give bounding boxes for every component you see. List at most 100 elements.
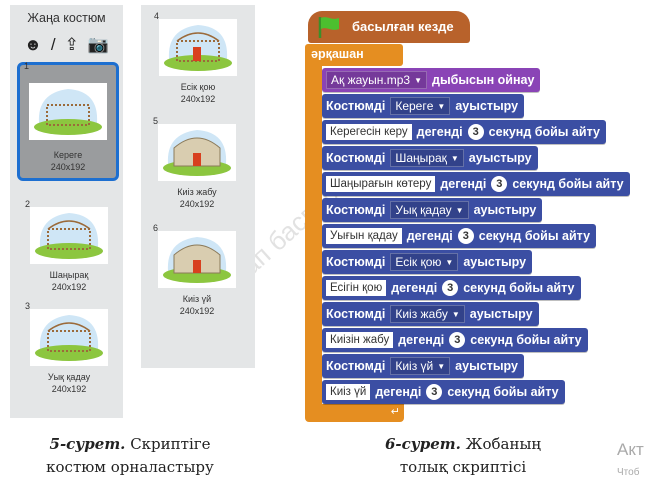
costume-value: Керегe: [395, 99, 434, 113]
caption-fig6-text2: толық скриптісі: [399, 458, 527, 476]
block-text: дегенді: [406, 229, 453, 243]
costume-size: 240x192: [50, 162, 86, 172]
costume-dropdown[interactable]: Шаңырақ▼: [390, 149, 464, 167]
dropdown-caret-icon: ▼: [437, 101, 446, 111]
say-text-input[interactable]: Есігін қою: [326, 280, 387, 296]
caption-fig5-num: 5-сурет.: [49, 435, 126, 453]
forever-arm: [305, 60, 322, 410]
switch-costume-block[interactable]: Костюмді Уық қадау▼ ауыстыру: [322, 198, 543, 222]
costume-number: 2: [25, 199, 31, 209]
costume-name: Киіз үй: [182, 294, 212, 304]
forever-bottom: ↵: [305, 404, 404, 422]
costume-dropdown[interactable]: Керегe▼: [390, 97, 451, 115]
caption-fig6-text1: Жобаның: [465, 435, 542, 453]
new-costume-label: Жаңа костюм: [27, 11, 106, 25]
say-for-secs-block[interactable]: Керегесін керу дегенді 3 секунд бойы айту: [322, 120, 606, 144]
block-text: секунд бойы айту: [470, 333, 582, 347]
dropdown-caret-icon: ▼: [450, 153, 459, 163]
block-text: Костюмді: [326, 203, 386, 217]
sound-dropdown[interactable]: Ақ жауын.mp3▼: [326, 71, 428, 89]
costume-name: Есік қою: [180, 82, 216, 92]
dropdown-caret-icon: ▼: [414, 75, 423, 85]
costume-number: 1: [24, 61, 30, 71]
costume-item-4[interactable]: 4 Есік қою 240x192: [150, 11, 246, 105]
say-text-input[interactable]: Керегесін керу: [326, 124, 412, 140]
seconds-input[interactable]: 3: [491, 176, 508, 192]
camera-icon[interactable]: 📷: [87, 35, 110, 54]
costume-dropdown[interactable]: Киіз жабу▼: [390, 305, 465, 323]
say-text-input[interactable]: Киізін жабу: [326, 332, 394, 348]
costume-name: Уық қадау: [47, 372, 91, 382]
seconds-input[interactable]: 3: [426, 384, 443, 400]
seconds-input[interactable]: 3: [467, 124, 484, 140]
block-text: дыбысын ойнау: [432, 73, 535, 87]
block-text: дегенді: [416, 125, 463, 139]
block-text: секунд бойы айту: [478, 229, 591, 243]
costume-tools: ☻ / ⇪ 📷: [24, 35, 109, 55]
caption-fig6: 6-сурет. Жобаның толық скриптісі: [353, 433, 573, 479]
costume-thumbnail: [159, 19, 237, 76]
costume-size: 240x192: [51, 384, 87, 394]
costume-value: Шаңырақ: [395, 151, 447, 165]
block-text: секунд бойы айту: [463, 281, 575, 295]
seconds-input[interactable]: 3: [442, 280, 459, 296]
costume-name: Керегe: [53, 150, 83, 160]
block-text: Костюмді: [326, 99, 386, 113]
costume-item-6[interactable]: 6 Киіз үй 240x192: [149, 223, 245, 317]
say-text-input[interactable]: Уығын қадау: [326, 228, 402, 244]
say-text-input[interactable]: Шаңырағын көтеру: [326, 176, 436, 192]
forever-label: әрқашан: [311, 47, 364, 61]
hat-label: басылған кезде: [352, 19, 454, 34]
block-text: ауыстыру: [469, 307, 533, 321]
say-text-input[interactable]: Киіз үй: [326, 384, 371, 400]
costume-number: 5: [153, 116, 159, 126]
costume-size: 240x192: [51, 282, 87, 292]
costume-thumbnail: [30, 309, 108, 366]
caption-fig5-text2: костюм орналастыру: [46, 458, 214, 476]
block-text: ауыстыру: [468, 151, 532, 165]
block-text: ауыстыру: [455, 99, 519, 113]
block-text: дегенді: [375, 385, 422, 399]
seconds-input[interactable]: 3: [449, 332, 466, 348]
costume-name: Шаңырақ: [49, 270, 89, 280]
costume-thumbnail: [158, 231, 236, 288]
block-text: секунд бойы айту: [488, 125, 600, 139]
say-for-secs-block[interactable]: Уығын қадау дегенді 3 секунд бойы айту: [322, 224, 597, 248]
activation-notice: Акт: [617, 440, 644, 459]
costume-dropdown[interactable]: Есік қою▼: [390, 253, 459, 271]
forever-block[interactable]: әрқашан: [305, 44, 403, 66]
seconds-input[interactable]: 3: [457, 228, 474, 244]
costume-number: 6: [153, 223, 159, 233]
play-sound-block[interactable]: Ақ жауын.mp3▼ дыбысын ойнау: [322, 68, 541, 92]
caption-fig5: 5-сурет. Скриптіге костюм орналастыру: [20, 433, 240, 479]
costume-value: Есік қою: [395, 255, 442, 269]
upload-icon[interactable]: ⇪: [64, 35, 79, 54]
costume-number: 3: [25, 301, 31, 311]
caption-fig6-num: 6-сурет.: [384, 435, 461, 453]
say-for-secs-block[interactable]: Киіз үй дегенді 3 секунд бойы айту: [322, 380, 565, 404]
switch-costume-block[interactable]: Костюмді Керегe▼ ауыстыру: [322, 94, 525, 118]
block-text: секунд бойы айту: [512, 177, 624, 191]
activation-notice-sub: Чтоб: [617, 467, 640, 478]
costume-dropdown[interactable]: Уық қадау▼: [390, 201, 469, 219]
block-text: ауыстыру: [473, 203, 537, 217]
dropdown-caret-icon: ▼: [445, 257, 454, 267]
block-text: секунд бойы айту: [447, 385, 559, 399]
when-flag-clicked-block[interactable]: басылған кезде: [308, 11, 470, 43]
costume-item-2[interactable]: 2 Шаңырақ 240x192: [21, 199, 117, 293]
costume-item-5[interactable]: 5 Киіз жабу 240x192: [149, 116, 245, 210]
costume-item-1[interactable]: 1 Керегe 240x192: [17, 61, 119, 181]
sprite-library-icon[interactable]: ☻: [24, 35, 42, 54]
block-text: ауыстыру: [455, 359, 518, 373]
costume-dropdown[interactable]: Киіз үй▼: [390, 357, 451, 375]
costume-item-3[interactable]: 3 Уық қадау 240x192: [21, 301, 117, 395]
paint-brush-icon[interactable]: /: [50, 35, 56, 54]
costume-name: Киіз жабу: [177, 187, 217, 197]
